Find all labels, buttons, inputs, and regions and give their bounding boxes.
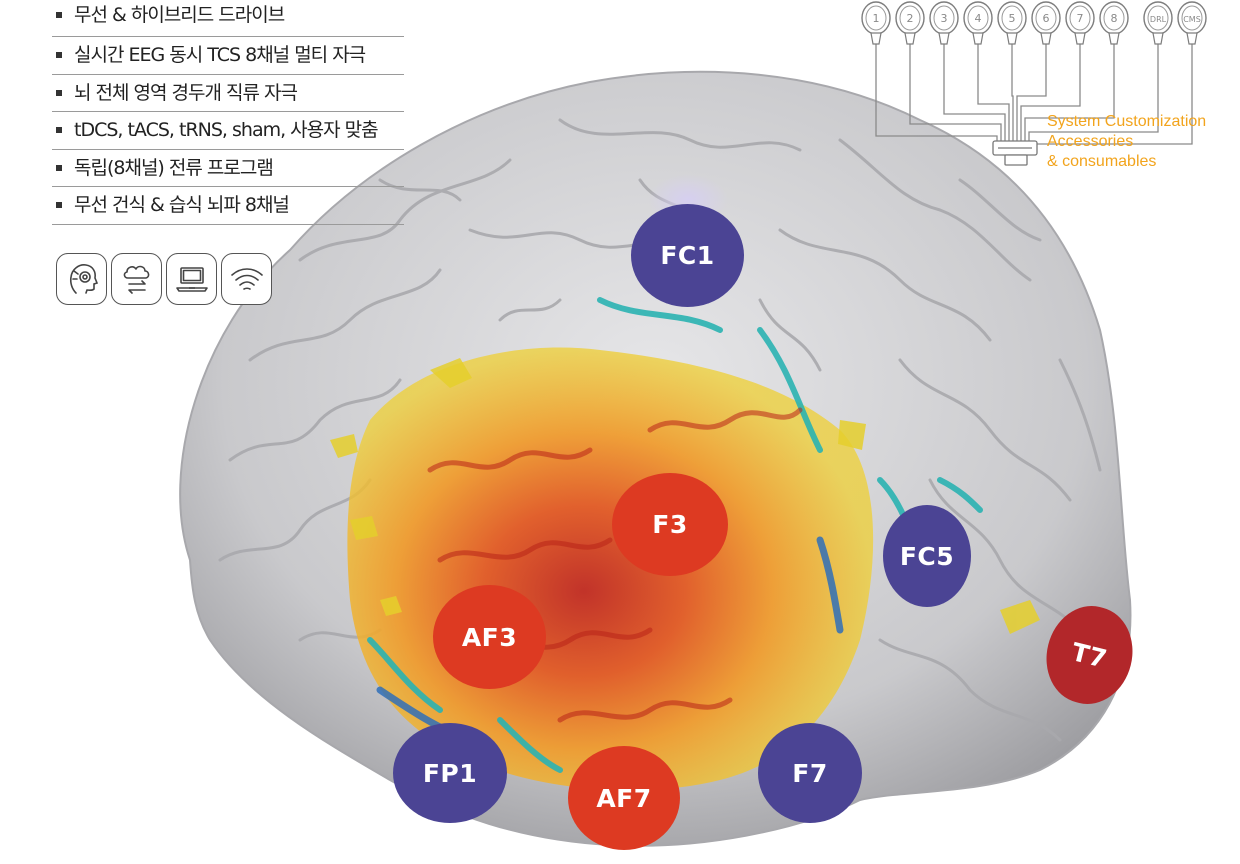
feature-text: 무선 건식 & 습식 뇌파 8채널 [74, 194, 290, 216]
feature-text: tDCS, tACS, tRNS, sham, 사용자 맞춤 [74, 119, 379, 141]
accessories-line: & consumables [1047, 153, 1157, 170]
connector-5: 5 [997, 1, 1027, 45]
connector-wire [875, 44, 998, 141]
feature-item: 실시간 EEG 동시 TCS 8채널 멀티 자극 [52, 37, 404, 75]
connector-label: 7 [1077, 12, 1084, 25]
laptop-icon [166, 253, 217, 305]
feature-item: 독립(8채널) 전류 프로그램 [52, 150, 404, 187]
connector-label: 6 [1043, 12, 1050, 25]
bullet-icon [56, 127, 62, 133]
feature-text: 독립(8채널) 전류 프로그램 [74, 156, 274, 179]
electrode-fc5[interactable]: FC5 [883, 505, 971, 607]
electrode-af3[interactable]: AF3 [433, 585, 546, 689]
cloud-sync-icon [111, 253, 162, 305]
connector-2: 2 [895, 1, 925, 45]
feature-text: 뇌 전체 영역 경두개 직류 자극 [74, 81, 298, 104]
electrode-f7[interactable]: F7 [758, 723, 862, 823]
feature-text: 실시간 EEG 동시 TCS 8채널 멀티 자극 [74, 44, 366, 66]
bullet-icon [56, 202, 62, 208]
connector-wire [1011, 44, 1014, 141]
electrode-af7[interactable]: AF7 [568, 746, 680, 850]
feature-item: 무선 건식 & 습식 뇌파 8채널 [52, 187, 404, 225]
connector-1: 1 [861, 1, 891, 45]
connector-wire [943, 44, 1006, 141]
head-sensor-icon [56, 253, 107, 305]
feature-item: 뇌 전체 영역 경두개 직류 자극 [52, 75, 404, 112]
connector-wire [1024, 44, 1115, 141]
feature-item: 무선 & 하이브리드 드라이브 [52, 0, 404, 37]
connector-diagram: 1 2 3 4 5 6 7 8 DRL CMS [861, 1, 1207, 166]
connector-label: 1 [873, 12, 880, 25]
bullet-icon [56, 164, 62, 171]
connector-6: 6 [1031, 1, 1061, 45]
connector-cms: CMS [1177, 1, 1207, 45]
connector-label: 4 [975, 12, 982, 25]
feature-icon-row [56, 253, 272, 305]
connector-label: 8 [1111, 12, 1118, 25]
wireless-icon [221, 253, 272, 305]
feature-text: 무선 & 하이브리드 드라이브 [74, 4, 285, 26]
connector-label: 5 [1009, 12, 1016, 25]
connector-hub [992, 140, 1038, 166]
bullet-icon [56, 52, 62, 58]
connector-3: 3 [929, 1, 959, 45]
electrode-fp1[interactable]: FP1 [393, 723, 507, 823]
accessories-line: System Customization [1047, 113, 1207, 130]
connector-4: 4 [963, 1, 993, 45]
connector-label: CMS [1183, 15, 1201, 24]
connector-label: DRL [1150, 15, 1167, 24]
connector-label: 2 [907, 12, 914, 25]
connector-wire [1028, 44, 1159, 141]
feature-item: tDCS, tACS, tRNS, sham, 사용자 맞춤 [52, 112, 404, 150]
electrode-f3[interactable]: F3 [612, 473, 728, 576]
connector-wire [909, 44, 1002, 141]
connector-label: 3 [941, 12, 948, 25]
connector-7: 7 [1065, 1, 1095, 45]
feature-list: 무선 & 하이브리드 드라이브 실시간 EEG 동시 TCS 8채널 멀티 자극… [52, 0, 404, 225]
connector-wire [1016, 44, 1047, 141]
connector-drl: DRL [1143, 1, 1173, 45]
connector-8: 8 [1099, 1, 1129, 45]
accessories-line: Accessories [1047, 133, 1134, 150]
bullet-icon [56, 12, 62, 18]
connector-wire [1020, 44, 1081, 141]
accessories-label: System Customization Accessories & consu… [1047, 112, 1206, 172]
electrode-fc1[interactable]: FC1 [631, 204, 744, 307]
bullet-icon [56, 89, 62, 96]
connector-wire [977, 44, 1010, 141]
